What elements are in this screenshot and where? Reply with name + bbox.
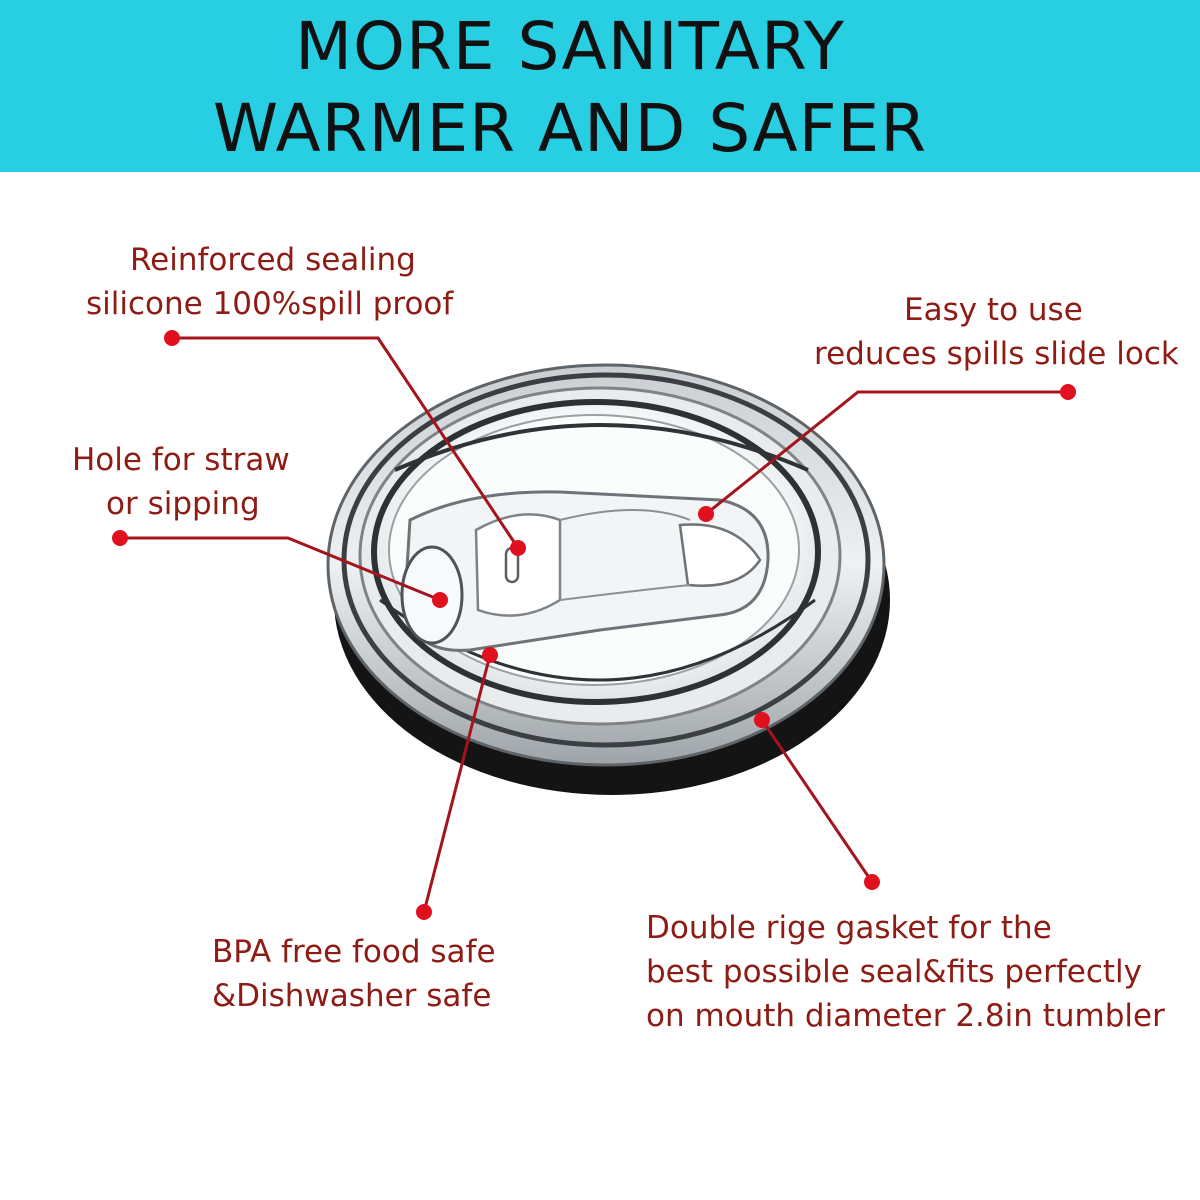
callout-straw-line-2: or sipping (106, 486, 260, 522)
pointer-dot (432, 592, 448, 608)
pointer-dot (164, 330, 180, 346)
callout-sealing-line-2: silicone 100%spill proof (86, 286, 454, 322)
pointer-dot (754, 712, 770, 728)
pointer-dot (482, 647, 498, 663)
pointer-line-bpa (422, 654, 492, 913)
slide-lock (403, 490, 770, 652)
straw-hole (400, 545, 464, 645)
callout-bpa-line-2: &Dishwasher safe (212, 978, 492, 1014)
pointer-dot (416, 904, 432, 920)
banner-title-line-1: MORE SANITARY (295, 8, 845, 85)
callout-slide-lock: Easy to use reduces spills slide lock (814, 288, 1179, 376)
pointer-line-slide-lock (705, 390, 1068, 516)
header-banner: MORE SANITARY WARMER AND SAFER (0, 0, 1200, 172)
callout-straw: Hole for straw or sipping (72, 438, 290, 526)
callout-slide-lock-line-2: reduces spills slide lock (814, 336, 1179, 372)
callout-gasket-line-2: best possible seal&fits perfectly (646, 954, 1143, 990)
pointer-dot (864, 874, 880, 890)
callout-straw-line-1: Hole for straw (72, 442, 290, 478)
banner-title-line-2: WARMER AND SAFER (212, 90, 928, 167)
callout-slide-lock-line-1: Easy to use (904, 292, 1083, 328)
callout-gasket: Double rige gasket for the best possible… (646, 906, 1165, 1038)
callout-sealing: Reinforced sealing silicone 100%spill pr… (86, 238, 453, 326)
callout-gasket-line-1: Double rige gasket for the (646, 910, 1052, 946)
pointer-dot (1060, 384, 1076, 400)
pointer-dot (510, 540, 526, 556)
pointer-line-sealing (172, 336, 520, 549)
callout-bpa: BPA free food safe &Dishwasher safe (212, 930, 496, 1018)
callout-sealing-line-1: Reinforced sealing (130, 242, 416, 278)
pointer-line-straw (120, 536, 441, 602)
callout-bpa-line-1: BPA free food safe (212, 934, 496, 970)
pointer-dot (112, 530, 128, 546)
pointer-dot (698, 506, 714, 522)
callout-gasket-line-3: on mouth diameter 2.8in tumbler (646, 998, 1165, 1034)
pointer-lines (120, 336, 1068, 913)
pointer-line-gasket (760, 719, 874, 883)
pointer-dots (112, 330, 1076, 920)
